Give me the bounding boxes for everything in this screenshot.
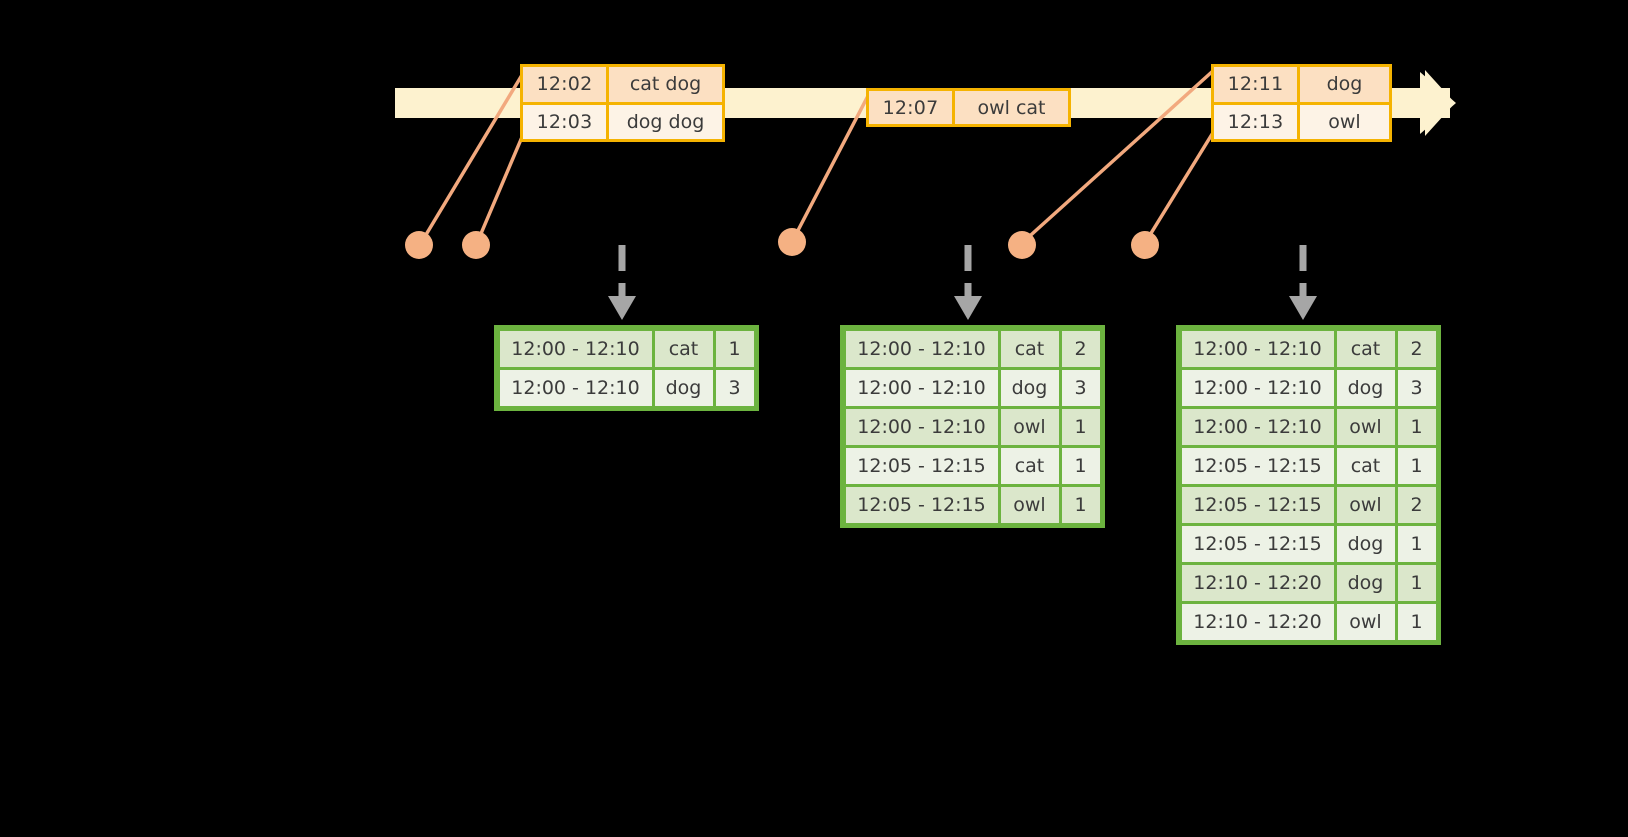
count-cell: 1 <box>1397 408 1436 445</box>
window-cell: 12:05 - 12:15 <box>1181 486 1334 523</box>
event-box-3[interactable]: 12:11 dog 12:13 owl <box>1211 64 1392 142</box>
window-cell: 12:05 - 12:15 <box>1181 525 1334 562</box>
key-cell: cat <box>654 330 713 367</box>
key-cell: cat <box>1000 330 1059 367</box>
event-dot-4 <box>1008 231 1036 259</box>
event-row: 12:07 owl cat <box>869 91 1068 124</box>
event-words: owl <box>1328 110 1361 133</box>
key-cell: cat <box>1000 447 1059 484</box>
event-box-2[interactable]: 12:07 owl cat <box>866 88 1071 127</box>
event-row: 12:13 owl <box>1214 101 1389 139</box>
count-cell: 1 <box>1397 447 1436 484</box>
count-cell: 1 <box>1397 525 1436 562</box>
window-cell: 12:00 - 12:10 <box>845 330 998 367</box>
count-cell: 1 <box>1061 447 1100 484</box>
window-cell: 12:00 - 12:10 <box>1181 330 1334 367</box>
connector-line-2 <box>475 129 527 244</box>
key-cell: owl <box>1000 408 1059 445</box>
event-words: dog dog <box>626 110 705 133</box>
emit-arrow-1 <box>608 245 636 320</box>
key-cell: owl <box>1000 486 1059 523</box>
window-cell: 12:10 - 12:20 <box>1181 564 1334 601</box>
connector-line-5 <box>1143 130 1216 244</box>
key-cell: dog <box>654 369 713 406</box>
window-cell: 12:05 - 12:15 <box>845 447 998 484</box>
count-cell: 3 <box>715 369 754 406</box>
count-cell: 1 <box>1061 486 1100 523</box>
key-cell: dog <box>1336 369 1395 406</box>
window-cell: 12:00 - 12:10 <box>1181 408 1334 445</box>
event-time: 12:13 <box>1214 104 1300 139</box>
event-words: owl cat <box>977 96 1046 119</box>
event-row: 12:03 dog dog <box>523 101 722 139</box>
key-cell: owl <box>1336 408 1395 445</box>
count-cell: 1 <box>1397 564 1436 601</box>
window-cell: 12:00 - 12:10 <box>499 369 652 406</box>
window-cell: 12:00 - 12:10 <box>1181 369 1334 406</box>
event-dot-5 <box>1131 231 1159 259</box>
event-time: 12:02 <box>523 67 609 102</box>
event-words: dog <box>1326 73 1363 96</box>
window-cell: 12:05 - 12:15 <box>845 486 998 523</box>
key-cell: dog <box>1336 564 1395 601</box>
window-cell: 12:05 - 12:15 <box>1181 447 1334 484</box>
emit-arrow-2 <box>954 245 982 320</box>
count-cell: 1 <box>1397 603 1436 640</box>
key-cell: owl <box>1336 486 1395 523</box>
key-cell: cat <box>1336 447 1395 484</box>
key-cell: cat <box>1336 330 1395 367</box>
count-cell: 2 <box>1397 486 1436 523</box>
event-row: 12:11 dog <box>1214 67 1389 102</box>
event-time: 12:07 <box>869 91 955 124</box>
event-time: 12:11 <box>1214 67 1300 102</box>
count-cell: 3 <box>1061 369 1100 406</box>
window-cell: 12:00 - 12:10 <box>845 369 998 406</box>
count-cell: 2 <box>1397 330 1436 367</box>
event-dot-3 <box>778 228 806 256</box>
event-row: 12:02 cat dog <box>523 67 722 102</box>
key-cell: dog <box>1000 369 1059 406</box>
key-cell: dog <box>1336 525 1395 562</box>
count-cell: 1 <box>715 330 754 367</box>
count-cell: 1 <box>1061 408 1100 445</box>
window-cell: 12:00 - 12:10 <box>499 330 652 367</box>
event-dot-2 <box>462 231 490 259</box>
window-cell: 12:00 - 12:10 <box>845 408 998 445</box>
window-cell: 12:10 - 12:20 <box>1181 603 1334 640</box>
event-words: cat dog <box>629 73 702 96</box>
event-time: 12:03 <box>523 104 609 139</box>
count-cell: 2 <box>1061 330 1100 367</box>
key-cell: owl <box>1336 603 1395 640</box>
event-dot-1 <box>405 231 433 259</box>
event-box-1[interactable]: 12:02 cat dog 12:03 dog dog <box>520 64 725 142</box>
count-cell: 3 <box>1397 369 1436 406</box>
emit-arrow-3 <box>1289 245 1317 320</box>
